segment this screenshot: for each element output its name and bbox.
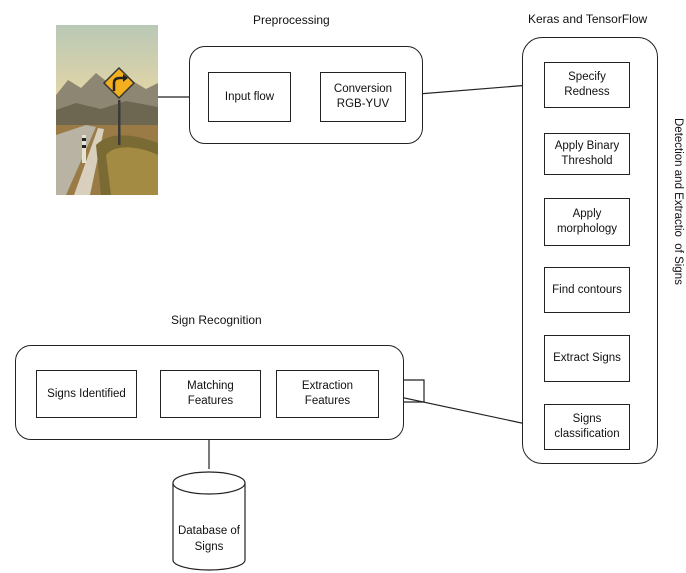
conversion-box: Conversion RGB-YUV bbox=[320, 72, 406, 122]
database-label: Database of Signs bbox=[177, 525, 240, 553]
sign-recognition-title: Sign Recognition bbox=[171, 313, 262, 327]
extract-signs-box: Extract Signs bbox=[544, 335, 630, 382]
find-contours-box: Find contours bbox=[544, 267, 630, 313]
input-road-photo bbox=[56, 25, 158, 195]
database-cylinder bbox=[172, 471, 246, 571]
keras-title: Keras and TensorFlow bbox=[528, 12, 648, 26]
signs-identified-box: Signs Identified bbox=[36, 370, 137, 418]
matching-features-box: Matching Features bbox=[160, 370, 261, 418]
extraction-features-box: Extraction Features bbox=[276, 370, 379, 418]
signs-classification-box: Signs classification bbox=[544, 404, 630, 450]
input-flow-box: Input flow bbox=[208, 72, 291, 122]
detection-extraction-label: Detection and Extractio of Signs bbox=[672, 118, 684, 285]
preprocessing-title: Preprocessing bbox=[253, 13, 330, 27]
arrow-conversion-to-redness bbox=[405, 80, 543, 96]
binary-threshold-box: Apply Binary Threshold bbox=[544, 133, 630, 175]
specify-redness-box: Specify Redness bbox=[544, 62, 630, 108]
morphology-box: Apply morphology bbox=[544, 198, 630, 246]
arrow-classification-to-extraction bbox=[380, 390, 546, 429]
keras-group bbox=[522, 37, 658, 464]
